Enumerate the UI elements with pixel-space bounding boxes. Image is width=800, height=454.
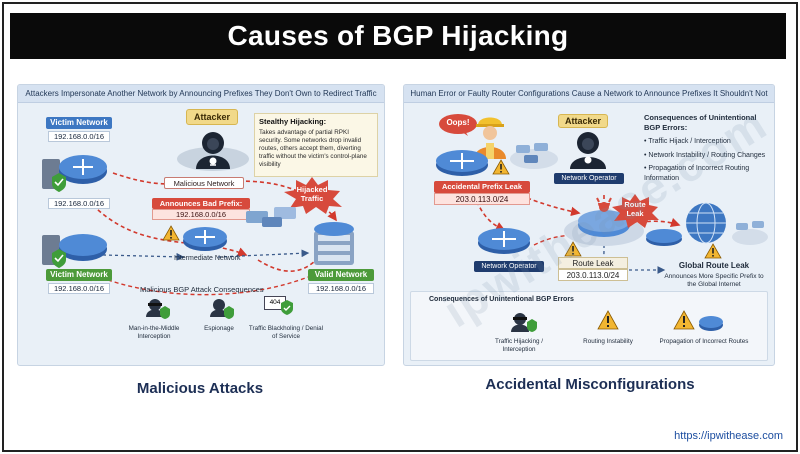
route-leak-bubble-label: Route Leak: [624, 200, 646, 218]
intermediate-network-label: Intermediate Network: [174, 255, 241, 262]
leak-prefix-value: 203.0.113.0/24: [434, 193, 530, 205]
valid-ip: 192.168.0.0/16: [308, 283, 374, 294]
network-operator-top-label: Network Operator: [554, 173, 624, 184]
announces-bad-prefix-label: Announces Bad Prefix:: [152, 198, 250, 209]
incorrect-routes-icon: [673, 310, 723, 331]
route-leak-burst: [612, 194, 659, 228]
globe-icon: [686, 202, 726, 244]
stealthy-hijacking-title: Stealthy Hijacking:: [259, 117, 327, 126]
cloud-servers-icon: [510, 143, 558, 169]
unintentional-consequences-box: Consequences of Unintentional BGP Errors…: [644, 113, 770, 183]
global-route-leak-sub: Announces More Specific Prefix to the Gl…: [664, 273, 764, 289]
bad-prefix-value: 192.168.0.0/16: [152, 209, 250, 220]
right-caption: Accidental Misconfigurations: [485, 376, 695, 393]
victim-ip-top-b: 192.168.0.0/16: [48, 198, 110, 209]
valid-network-server-icon: [314, 222, 354, 265]
victim-network-bottom-label: Victim Network: [46, 269, 112, 281]
cons-item-c-text: Propagation of Incorrect Routing Informa…: [644, 165, 750, 182]
malicious-attacks-panel: Attackers Impersonate Another Network by…: [17, 84, 385, 366]
cons-item-b: • Network Instability / Routing Changes: [644, 151, 766, 159]
victim-ip-top-a: 192.168.0.0/16: [48, 131, 110, 142]
hijacked-traffic-burst: [284, 177, 342, 214]
unintentional-consequences-title: Consequences of Unintentional BGP Errors…: [644, 113, 757, 133]
malicious-consequences-title: Malicious BGP Attack Consequences: [140, 285, 264, 294]
b-cons-instability-label: Routing Instability: [583, 338, 633, 345]
cons-item-a-text: Traffic Hijack / Interception: [648, 138, 731, 146]
cons-blackholing-label: Traffic Blackholing / Denial of Service: [248, 325, 324, 340]
network-operator-bottom-label: Network Operator: [474, 261, 544, 272]
victim-bottom-router-icon: [42, 234, 107, 268]
victim-network-top-label: Victim Network: [46, 117, 112, 129]
accidental-misconfig-panel: Human Error or Faulty Router Configurati…: [403, 84, 775, 366]
unintentional-errors-strip: Consequences of Unintentional BGP Errors…: [410, 291, 768, 361]
warning-icon-small: [492, 159, 510, 175]
victim-router-icon: [42, 155, 107, 192]
error-404-badge: 404: [264, 296, 286, 310]
cons-item-c: • Propagation of Incorrect Routing Infor…: [644, 165, 750, 182]
route-leak-prefix-value: 203.0.113.0/24: [558, 269, 628, 281]
left-caption: Malicious Attacks: [136, 380, 264, 397]
cons-mitm-label: Man-in-the-Middle Interception: [128, 325, 180, 340]
page-title: Causes of BGP Hijacking: [10, 13, 786, 59]
attacker-right-label: Attacker: [558, 114, 608, 128]
hacker-right-icon: [570, 132, 606, 169]
route-leak-box-label: Route Leak: [558, 257, 628, 269]
cons-espionage-label: Espionage: [204, 325, 234, 332]
engineer-icon: [474, 117, 506, 159]
cons-item-a: • Traffic Hijack / Interception: [644, 138, 731, 146]
source-url[interactable]: https://ipwithease.com: [674, 430, 783, 442]
intermediate-router-icon: [183, 227, 227, 251]
misconfig-router-icon: [436, 150, 488, 176]
malicious-network-label: Malicious Network: [164, 177, 244, 189]
warning-icon-globe: [704, 243, 722, 259]
valid-network-label: Valid Network: [308, 269, 374, 281]
b-cons-hijacking-label: Traffic Hijacking / Interception: [495, 338, 543, 353]
b-cons-propagation-label: Propagation of Incorrect Routes: [659, 338, 749, 345]
left-flow-arrows: [87, 172, 339, 296]
hijacked-traffic-label: Hijacked Traffic: [296, 185, 328, 203]
hijacking-spy-icon: [511, 313, 537, 332]
global-route-leak-label: Global Route Leak: [678, 261, 750, 270]
right-cloud-servers-icon: [732, 221, 768, 245]
stealthy-hijacking-text: Takes advantage of partial RPKI security…: [259, 128, 367, 169]
warning-icon: [162, 225, 180, 241]
warning-icon-mid: [564, 241, 582, 257]
unintentional-errors-title: Consequences of Unintentional BGP Errors: [429, 296, 574, 303]
attacker-label: Attacker: [186, 109, 238, 125]
victim-ip-bottom: 192.168.0.0/16: [48, 283, 110, 294]
network-servers-icon: [246, 207, 296, 227]
cons-item-b-text: Network Instability / Routing Changes: [648, 151, 766, 159]
operator-router-icon: [478, 228, 530, 254]
oops-label: Oops!: [446, 118, 470, 127]
shield-check-icon: [281, 300, 293, 315]
hacker-icon: [177, 132, 249, 171]
mitm-spy-icon: [146, 299, 170, 319]
accidental-prefix-leak-label: Accidental Prefix Leak: [434, 181, 530, 193]
right-panel-header: Human Error or Faulty Router Configurati…: [404, 85, 774, 103]
left-cloud-router-icon: [646, 229, 682, 246]
oops-speech-bubble: [439, 114, 477, 136]
instability-warning-icon: [597, 310, 619, 330]
espionage-icon: [210, 299, 234, 319]
stealthy-hijacking-note: Stealthy Hijacking: Takes advantage of p…: [254, 113, 378, 177]
left-panel-header: Attackers Impersonate Another Network by…: [18, 85, 384, 103]
